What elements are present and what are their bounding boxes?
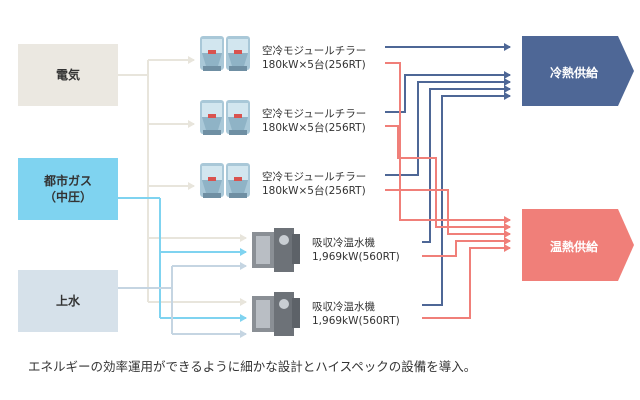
absorption-1-label: 吸収冷温水機 1,969kW(560RT) <box>312 236 400 264</box>
absorption-1-name: 吸収冷温水機 <box>312 237 375 249</box>
absorption-icon-1 <box>252 228 300 272</box>
hot-lines <box>385 62 511 319</box>
source-city-gas: 都市ガス （中圧） <box>18 158 118 220</box>
absorption-2-label: 吸収冷温水機 1,969kW(560RT) <box>312 300 400 328</box>
hot-supply-shape <box>522 209 634 281</box>
cold-lines <box>385 43 511 306</box>
chiller-1-name: 空冷モジュールチラー <box>262 45 367 57</box>
absorption-2-spec: 1,969kW(560RT) <box>312 315 400 327</box>
chiller-icon-2 <box>200 100 250 135</box>
source-electric: 電気 <box>18 44 118 106</box>
chiller-2-spec: 180kW×5台(256RT) <box>262 122 366 134</box>
hot-supply-label: 温熱供給 <box>550 240 599 254</box>
chiller-2-label: 空冷モジュールチラー 180kW×5台(256RT) <box>262 107 366 135</box>
electric-lines <box>118 56 247 306</box>
caption: エネルギーの効率運用ができるように細かな設計とハイスペックの設備を導入。 <box>28 359 477 374</box>
absorption-2-name: 吸収冷温水機 <box>312 301 375 313</box>
absorption-1-spec: 1,969kW(560RT) <box>312 251 400 263</box>
chiller-3-name: 空冷モジュールチラー <box>262 171 367 183</box>
chiller-3-spec: 180kW×5台(256RT) <box>262 185 366 197</box>
chiller-icon-3 <box>200 163 250 198</box>
absorption-icon-2 <box>252 292 300 336</box>
cold-supply-label: 冷熱供給 <box>550 66 599 80</box>
chiller-icon-1 <box>200 36 250 71</box>
water-lines <box>118 262 247 338</box>
chiller-1-label: 空冷モジュールチラー 180kW×5台(256RT) <box>262 44 366 72</box>
cold-supply-shape <box>522 36 634 106</box>
chiller-2-name: 空冷モジュールチラー <box>262 108 367 120</box>
chiller-3-label: 空冷モジュールチラー 180kW×5台(256RT) <box>262 170 366 198</box>
chiller-1-spec: 180kW×5台(256RT) <box>262 59 366 71</box>
gas-lines <box>118 197 247 322</box>
source-water: 上水 <box>18 270 118 332</box>
